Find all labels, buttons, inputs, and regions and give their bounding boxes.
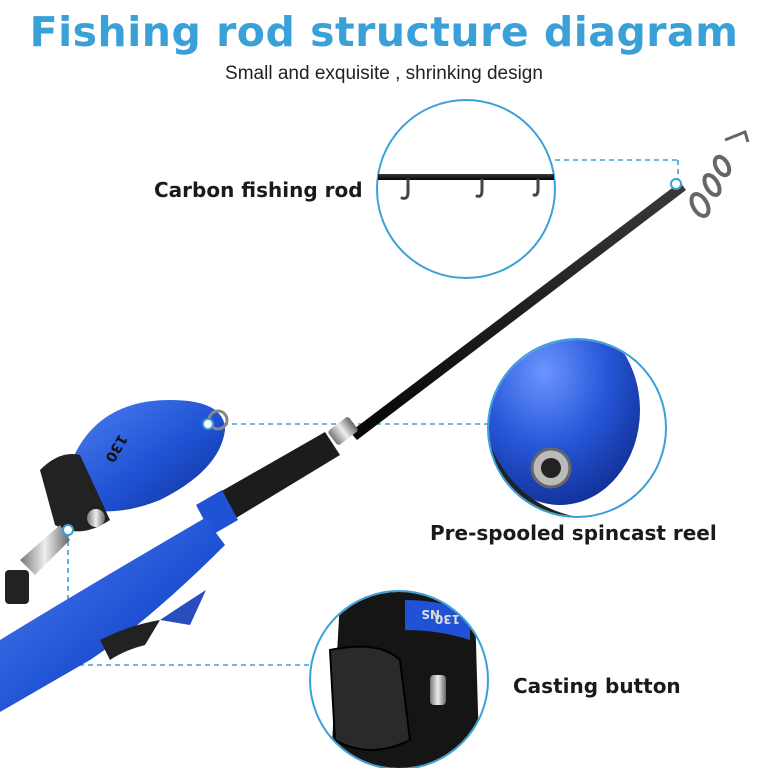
button-closeup-circle: NS 130 [309,590,489,768]
callout-label-carbon-rod: Carbon fishing rod [154,178,363,202]
diagram-subtitle: Small and exquisite , shrinking design [225,63,543,84]
callout-label-spincast-reel: Pre-spooled spincast reel [430,521,717,545]
rod-handle [0,432,340,712]
reel-closeup-circle [487,338,667,518]
line-guide-3 [532,178,540,197]
callout-dot-rod [670,178,682,190]
callout-lines [67,159,679,666]
spincast-reel: 130 [5,400,229,604]
callout-dot-reel [202,418,214,430]
rod-closeup-circle [376,99,556,279]
line-guide-1 [400,178,410,200]
callout-dot-button [62,524,74,536]
reel-brand-marking: NS [421,607,440,621]
rod-blank [328,129,750,445]
line-guide-2 [475,178,484,198]
callout-label-casting-button: Casting button [513,674,681,698]
reel-number-marking-small: 130 [435,612,460,626]
diagram-title: Fishing rod structure diagram [29,8,739,56]
